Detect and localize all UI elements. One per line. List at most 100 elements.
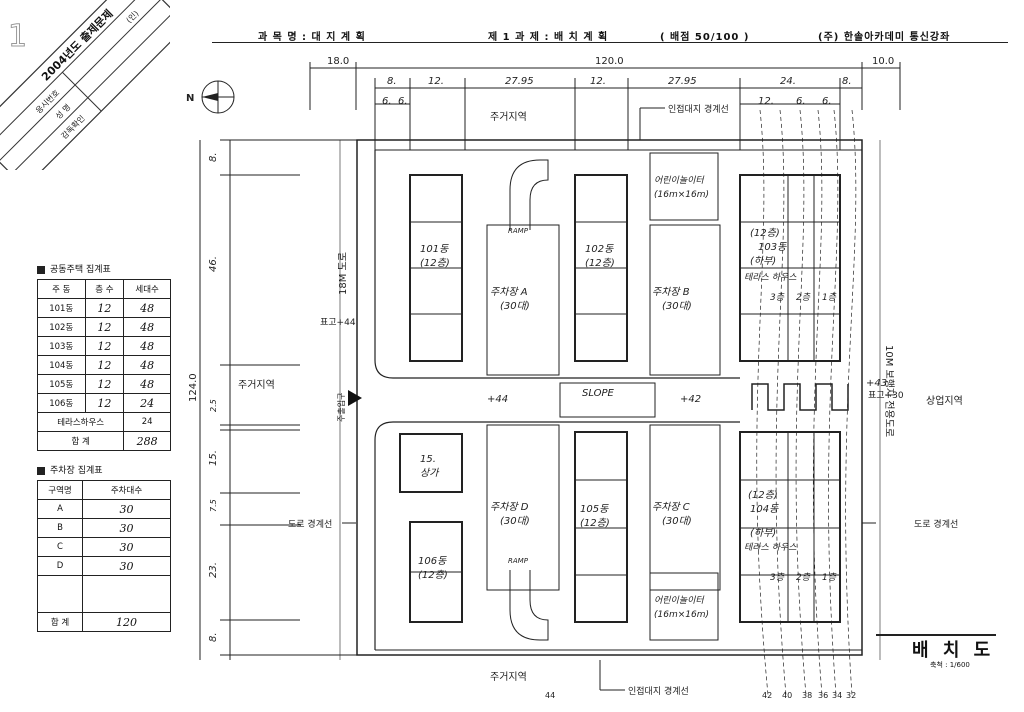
header-subject: 과 목 명 : 대 지 계 획 <box>258 32 366 43</box>
dim-left-75: 7.5 <box>209 499 218 512</box>
parking-a <box>486 224 560 376</box>
entrance-label: 주출입구 <box>336 393 346 422</box>
total-value: 288 <box>123 431 171 451</box>
parking-table-title: 주차장 집계표 <box>37 463 103 476</box>
b101-floors: (12층) <box>420 257 450 269</box>
left-road: 18M 도로 <box>338 252 349 295</box>
terrace-bottom: 테라스 하우스 <box>744 542 797 553</box>
dim-sub2-6a: 6. <box>382 96 392 107</box>
bottom-zone: 주거지역 <box>490 671 527 683</box>
b103-floors: (12층) <box>750 227 780 239</box>
terrace-label: 테라스하우스 <box>36 412 125 432</box>
b104-sub: (하부) <box>750 527 776 539</box>
dim-sub2-6c: 6. <box>796 96 806 107</box>
parking-d <box>486 424 560 591</box>
dim-left-8a: 8. <box>208 152 219 162</box>
right-elev: 표고+30 <box>868 391 904 401</box>
pkB-count: (30대) <box>662 300 692 312</box>
cell: 30 <box>82 537 171 557</box>
b106-floors: (12층) <box>418 569 448 581</box>
entrance-arrow <box>348 390 362 406</box>
dim-left-25: 2.5 <box>209 399 218 412</box>
terrace-value: 24 <box>123 412 171 432</box>
elev-42: +42 <box>680 394 701 405</box>
dim-sub-24: 24. <box>780 76 796 87</box>
floors-bot-1: 1층 <box>822 572 837 583</box>
right-road: 10M 보행자 전용도로 <box>883 345 895 437</box>
cell: 30 <box>82 556 171 576</box>
dim-left-8b: 8. <box>208 632 219 642</box>
dim-sub-8b: 8. <box>842 76 852 87</box>
road-boundary-left: 도로 경계선 <box>288 518 332 530</box>
title-block-title: 배 치 도 <box>912 640 995 661</box>
dim-total-left: 124.0 <box>188 373 199 402</box>
floors-top-2: 2층 <box>796 292 811 303</box>
north-label: N <box>186 93 194 104</box>
dim-sub-8a: 8. <box>387 76 397 87</box>
play-top-size: (16m×16m) <box>654 190 709 200</box>
playground-top <box>649 152 719 221</box>
ramp-top: RAMP <box>508 227 529 235</box>
dim-sub2-6d: 6. <box>822 96 832 107</box>
terrace-top: 테라스 하우스 <box>744 272 797 283</box>
contour-34: 34 <box>832 691 842 700</box>
contour-44: 44 <box>545 691 555 700</box>
contour-42: 42 <box>762 691 772 700</box>
left-zone: 주거지역 <box>238 379 275 391</box>
play-top-label: 어린이놀이터 <box>654 175 704 186</box>
dim-sub-2795b: 27.95 <box>668 76 697 87</box>
store-label: 상가 <box>420 467 440 479</box>
b105-floors: (12층) <box>580 517 610 529</box>
pkD-label: 주차장 D <box>490 501 529 513</box>
total-label: 합 계 <box>37 612 83 632</box>
b103-label: 103동 <box>758 242 787 253</box>
bottom-boundary: 인접대지 경계선 <box>628 685 689 697</box>
title-block-scale: 축척 : 1/600 <box>930 661 970 669</box>
dim-sub-12b: 12. <box>590 76 606 87</box>
building-104 <box>739 431 841 623</box>
building-105 <box>574 431 628 623</box>
total-value: 120 <box>82 612 171 632</box>
pkA-count: (30대) <box>500 300 530 312</box>
pkB-label: 주차장 B <box>652 286 690 298</box>
contour-38: 38 <box>802 691 812 700</box>
dim-left-15: 15. <box>208 450 219 466</box>
header-task: 제 1 과 제 : 배 치 계 획 <box>488 32 609 43</box>
store <box>399 433 463 493</box>
cell: 48 <box>123 336 171 356</box>
b102-label: 102동 <box>585 244 614 255</box>
b105-label: 105동 <box>580 504 609 515</box>
slope-label: SLOPE <box>582 388 615 399</box>
floors-bot-2: 2층 <box>796 572 811 583</box>
left-elev: 표고+44 <box>320 318 356 328</box>
dim-sub-2795a: 27.95 <box>505 76 534 87</box>
housing-table-title: 공동주택 집계표 <box>37 262 111 275</box>
floors-top-3: 3층 <box>770 292 785 303</box>
dim-left-23: 23. <box>208 562 219 578</box>
elev-43: +43 <box>866 378 887 389</box>
pkC-count: (30대) <box>662 515 692 527</box>
dim-sub2-6b: 6. <box>398 96 408 107</box>
north-arrow-fill <box>202 93 218 101</box>
dim-10: 10.0 <box>872 56 894 67</box>
cell <box>82 575 171 613</box>
floors-top-1: 1층 <box>822 292 837 303</box>
b103-sub: (하부) <box>750 255 776 267</box>
cell: 12 <box>84 298 125 318</box>
header-score: ( 배점 50/100 ) <box>660 32 750 43</box>
top-boundary: 인접대지 경계선 <box>668 103 729 115</box>
pkC-label: 주차장 C <box>652 501 690 513</box>
floors-bot-3: 3층 <box>770 572 785 583</box>
